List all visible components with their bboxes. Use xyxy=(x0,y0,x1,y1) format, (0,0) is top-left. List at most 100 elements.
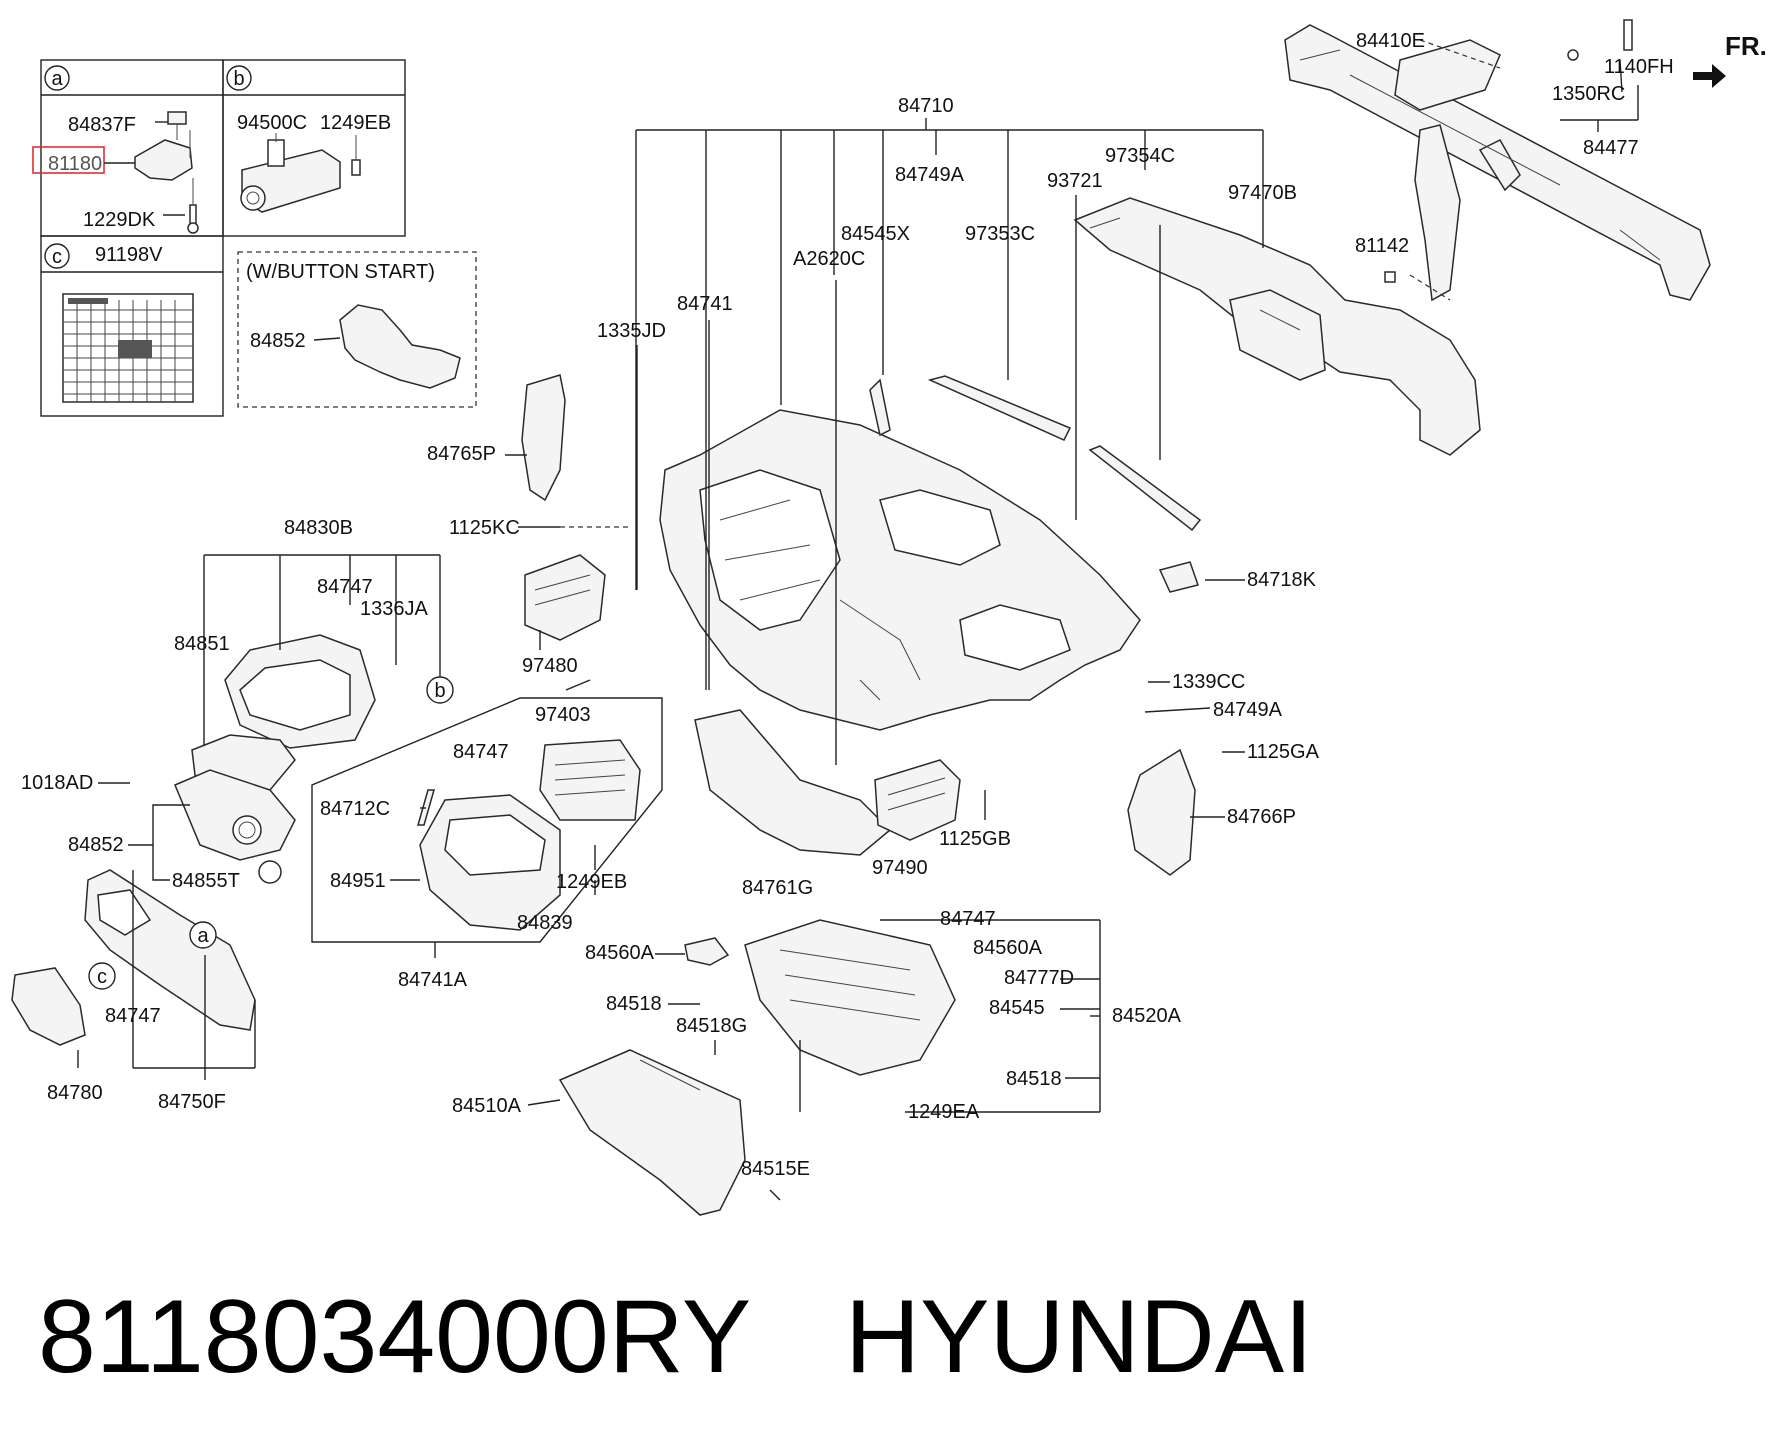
label-97470B: 97470B xyxy=(1228,182,1297,204)
bracket-81180 xyxy=(134,111,199,234)
label-81142: 81142 xyxy=(1355,235,1409,257)
label-97480: 97480 xyxy=(522,655,578,677)
steering-shroud-84852 xyxy=(174,734,296,884)
label-84839: 84839 xyxy=(517,912,573,934)
label-1336JA: 1336JA xyxy=(360,598,428,620)
label-1249EB-mid: 1249EB xyxy=(556,871,627,893)
label-84750F: 84750F xyxy=(158,1091,226,1113)
label-84780: 84780 xyxy=(47,1082,103,1104)
inset-box-a: a 84837F 81180 1229DK xyxy=(32,59,224,237)
front-direction-indicator: FR. xyxy=(1693,31,1767,88)
caption-brand: HYUNDAI xyxy=(845,1279,1313,1395)
inset-box-c: c 91198V xyxy=(40,235,224,417)
label-1249EA: 1249EA xyxy=(908,1101,980,1123)
label-84741A: 84741A xyxy=(398,969,468,991)
label-84545: 84545 xyxy=(989,997,1045,1019)
label-84749A-mid: 84749A xyxy=(1213,699,1283,721)
label-1125KC: 1125KC xyxy=(449,517,520,539)
inset-box-b: b 94500C 1249EB xyxy=(222,59,406,237)
ref-circle-a: a xyxy=(197,925,209,947)
label-84560A-right: 84560A xyxy=(973,937,1043,959)
lower-panel-84750F xyxy=(84,869,256,1031)
part-label-84852-inset: 84852 xyxy=(250,330,306,352)
label-1335JD: 1335JD xyxy=(597,320,666,342)
label-84747-b: 84747 xyxy=(453,741,509,763)
callout-labels: 84710 84749A 84545X A2620C 97353C 93721 … xyxy=(21,30,1674,1180)
crash-pad-main xyxy=(659,409,1141,731)
caption: 8118034000RY HYUNDAI xyxy=(38,1279,1313,1395)
lower-crash-pad-84761G xyxy=(694,709,892,856)
duct-trims xyxy=(869,375,1202,532)
label-84518-right: 84518 xyxy=(1006,1068,1062,1090)
shroud-button-start xyxy=(339,304,461,389)
label-84410E: 84410E xyxy=(1356,30,1425,52)
part-label-1229DK: 1229DK xyxy=(83,209,156,231)
inset-box-button-start: (W/BUTTON START) 84852 xyxy=(237,251,477,408)
label-84855T: 84855T xyxy=(172,870,240,892)
part-label-94500C: 94500C xyxy=(237,112,307,134)
label-84741: 84741 xyxy=(677,293,733,315)
duct-assembly xyxy=(1073,197,1481,456)
label-A2620C: A2620C xyxy=(793,248,865,270)
label-84545X: 84545X xyxy=(841,223,910,245)
label-84747-c: 84747 xyxy=(105,1005,161,1027)
cluster-hood-84830B xyxy=(224,634,376,749)
ref-circle-c: c xyxy=(97,966,107,988)
cowl-cross-bar xyxy=(1284,19,1711,302)
bracket-84718K xyxy=(1158,561,1199,593)
label-84852-mid: 84852 xyxy=(68,834,124,856)
label-84718K: 84718K xyxy=(1247,569,1317,591)
label-1140FH: 1140FH xyxy=(1604,56,1674,78)
ignition-switch xyxy=(240,133,361,213)
inset-c-letter: c xyxy=(52,246,62,268)
glove-box-84510A xyxy=(558,1049,746,1216)
label-1125GA: 1125GA xyxy=(1247,741,1320,763)
label-84712C: 84712C xyxy=(320,798,390,820)
arrow-right-icon xyxy=(1693,64,1726,88)
label-97490: 97490 xyxy=(872,857,928,879)
part-label-84837F: 84837F xyxy=(68,114,136,136)
button-start-title: (W/BUTTON START) xyxy=(246,261,435,283)
label-84765P: 84765P xyxy=(427,443,496,465)
part-label-91198V: 91198V xyxy=(95,244,163,266)
label-84560A-left: 84560A xyxy=(585,942,655,964)
inset-a-letter: a xyxy=(51,68,63,90)
ref-circle-b: b xyxy=(434,680,445,702)
side-cover-left xyxy=(521,374,566,502)
part-label-81180-highlighted: 81180 xyxy=(48,153,102,175)
label-93721: 93721 xyxy=(1047,170,1103,192)
label-97353C: 97353C xyxy=(965,223,1035,245)
center-fascia-panel xyxy=(417,739,641,931)
label-84766P: 84766P xyxy=(1227,806,1296,828)
label-84951: 84951 xyxy=(330,870,386,892)
inset-b-letter: b xyxy=(233,68,244,90)
label-84518-left: 84518 xyxy=(606,993,662,1015)
leader-lines xyxy=(77,59,1639,1201)
label-1125GB: 1125GB xyxy=(939,828,1011,850)
direction-label: FR. xyxy=(1725,31,1767,61)
glove-box-housing-84520A xyxy=(684,919,956,1076)
caption-part-number: 8118034000RY xyxy=(38,1279,751,1395)
vent-97490 xyxy=(874,759,961,841)
label-84761G: 84761G xyxy=(742,877,813,899)
ref-circles: b a c xyxy=(88,676,454,990)
label-97354C: 97354C xyxy=(1105,145,1175,167)
label-84710: 84710 xyxy=(898,95,954,117)
label-84777D: 84777D xyxy=(1004,967,1074,989)
label-84518G: 84518G xyxy=(676,1015,747,1037)
label-84747-d: 84747 xyxy=(940,908,996,930)
label-84510A: 84510A xyxy=(452,1095,522,1117)
label-84477: 84477 xyxy=(1583,137,1639,159)
side-cover-right-84766P xyxy=(1127,748,1196,876)
highlight-box xyxy=(32,146,105,174)
label-84515E: 84515E xyxy=(741,1158,810,1180)
part-label-1249EB: 1249EB xyxy=(320,112,391,134)
label-84830B: 84830B xyxy=(284,517,353,539)
label-84749A-top: 84749A xyxy=(895,164,965,186)
label-84851: 84851 xyxy=(174,633,230,655)
center-vent-97480 xyxy=(524,554,606,641)
label-1350RC: 1350RC xyxy=(1552,83,1625,105)
label-84520A: 84520A xyxy=(1112,1005,1182,1027)
label-97403: 97403 xyxy=(535,704,591,726)
